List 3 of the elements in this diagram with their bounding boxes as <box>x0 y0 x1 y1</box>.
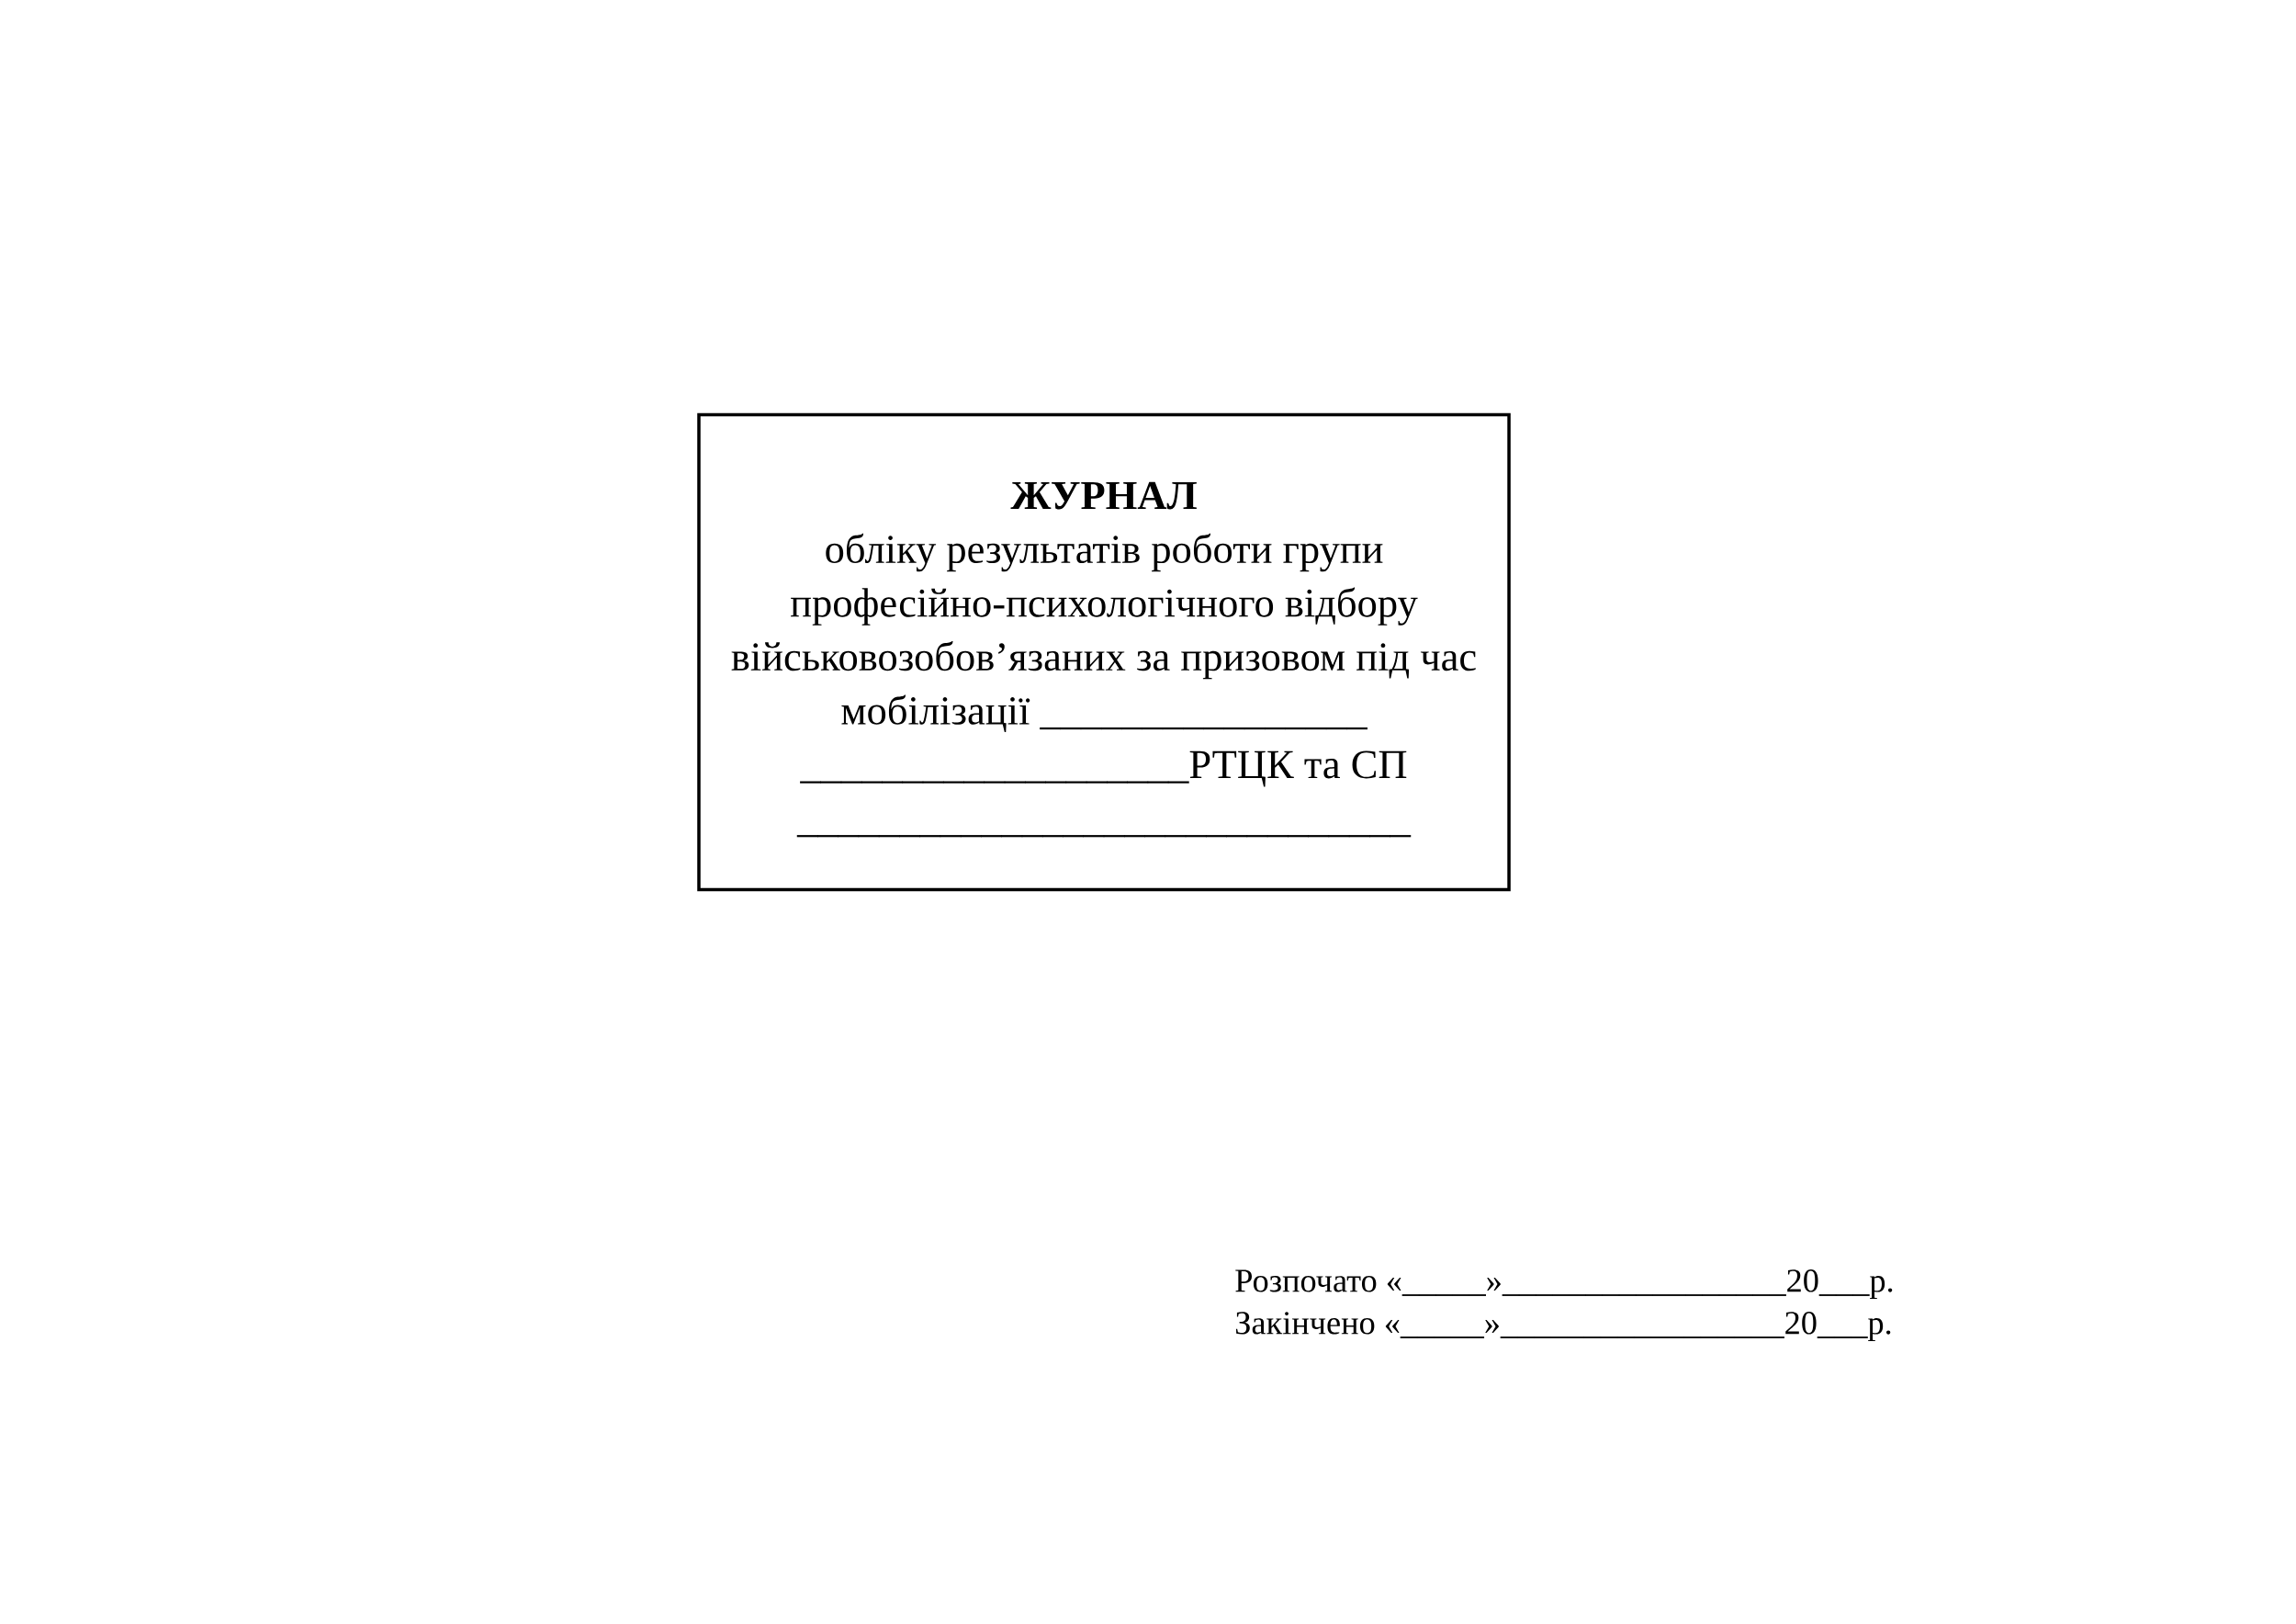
title-box: ЖУРНАЛ обліку результатів роботи групи професійно-психологічного відбору військовозобов’язаних за призовом під час мобілізації ________________ ___________________РТЦК та СП ______________________________ <box>697 412 1511 892</box>
date-line: Закінчено «_____»_________________20___р. <box>1236 1312 1891 1341</box>
date-line: Розпочато «_____»_________________20___р. <box>1235 1269 1893 1299</box>
